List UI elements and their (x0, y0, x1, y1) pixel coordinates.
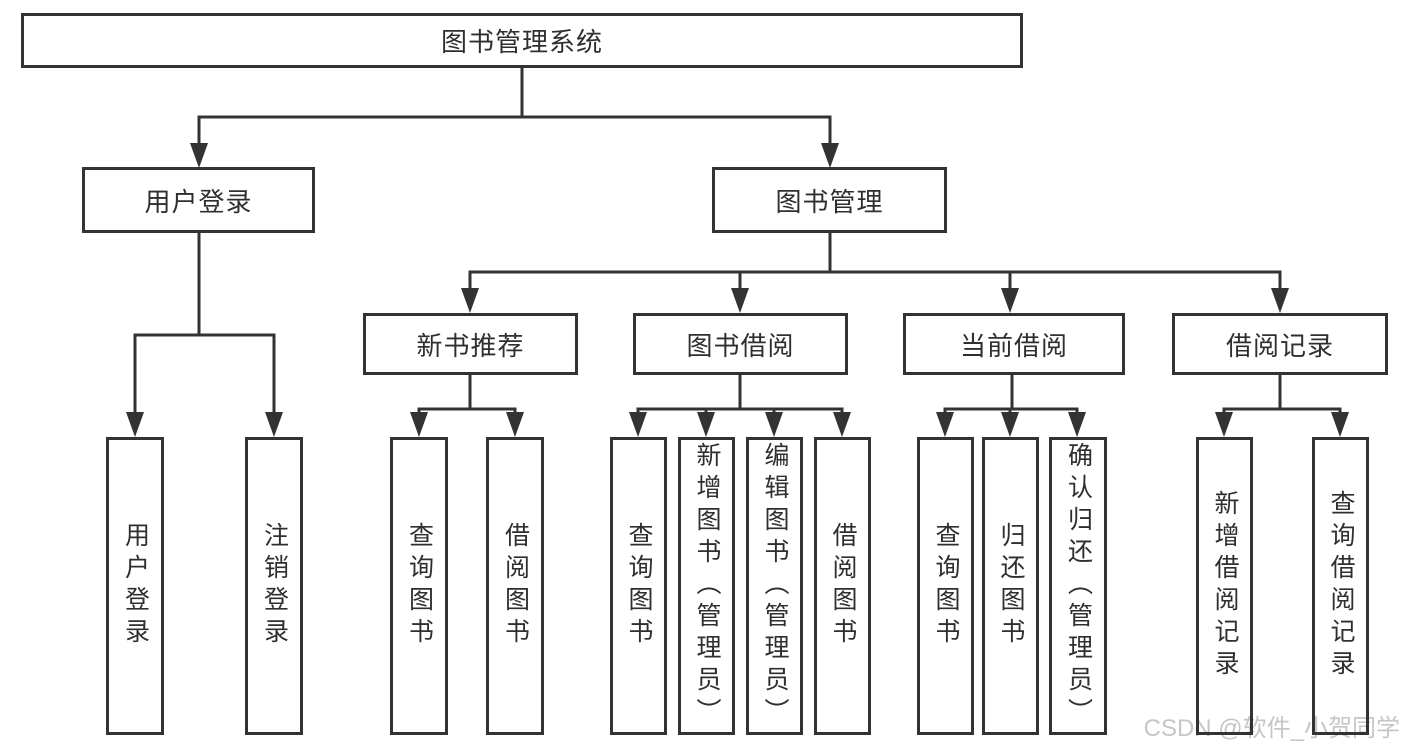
node-label: 查询借阅记录 (1327, 490, 1355, 682)
node-label: 图书管理 (775, 186, 884, 217)
node-label: 用户登录 (144, 186, 253, 217)
node-label: 新增图书（管理员） (693, 442, 721, 730)
leaf-current-query-books: 查询图书 (917, 437, 974, 735)
node-label: 编辑图书（管理员） (761, 442, 789, 730)
leaf-current-return-books: 归还图书 (982, 437, 1039, 735)
node-user-login: 用户登录 (82, 167, 315, 233)
leaf-logout: 注销登录 (245, 437, 303, 735)
node-current-borrowing: 当前借阅 (903, 313, 1125, 375)
node-label: 新书推荐 (416, 330, 525, 361)
node-library-management-system: 图书管理系统 (21, 13, 1023, 68)
node-label: 借阅图书 (829, 522, 857, 650)
node-label: 图书借阅 (686, 330, 795, 361)
node-label: 查询图书 (932, 522, 960, 650)
node-label: 查询图书 (625, 522, 653, 650)
node-label: 借阅图书 (501, 522, 530, 650)
leaf-records-add-record: 新增借阅记录 (1196, 437, 1253, 735)
node-label: 用户登录 (121, 522, 150, 650)
node-label: 查询图书 (405, 522, 434, 650)
node-label: 当前借阅 (959, 330, 1068, 361)
leaf-user-login: 用户登录 (106, 437, 164, 735)
node-book-borrowing: 图书借阅 (633, 313, 848, 375)
node-borrowing-records: 借阅记录 (1172, 313, 1388, 375)
leaf-newrec-borrow-books: 借阅图书 (486, 437, 544, 735)
leaf-borrow-borrow-books: 借阅图书 (814, 437, 871, 735)
node-label: 注销登录 (260, 522, 289, 650)
leaf-current-confirm-return-admin: 确认归还（管理员） (1049, 437, 1107, 735)
node-label: 图书管理系统 (440, 27, 603, 57)
csdn-watermark: CSDN @软件_小贺同学 (1143, 715, 1400, 742)
leaf-borrow-add-books-admin: 新增图书（管理员） (678, 437, 735, 735)
leaf-records-query-record: 查询借阅记录 (1312, 437, 1369, 735)
node-new-book-recommendation: 新书推荐 (363, 313, 578, 375)
node-book-management: 图书管理 (712, 167, 947, 233)
leaf-newrec-query-books: 查询图书 (390, 437, 448, 735)
leaf-borrow-query-books: 查询图书 (610, 437, 667, 735)
node-label: 归还图书 (997, 522, 1025, 650)
leaf-borrow-edit-books-admin: 编辑图书（管理员） (746, 437, 803, 735)
node-label: 确认归还（管理员） (1064, 442, 1093, 730)
node-label: 借阅记录 (1225, 330, 1334, 361)
node-label: 新增借阅记录 (1211, 490, 1239, 682)
